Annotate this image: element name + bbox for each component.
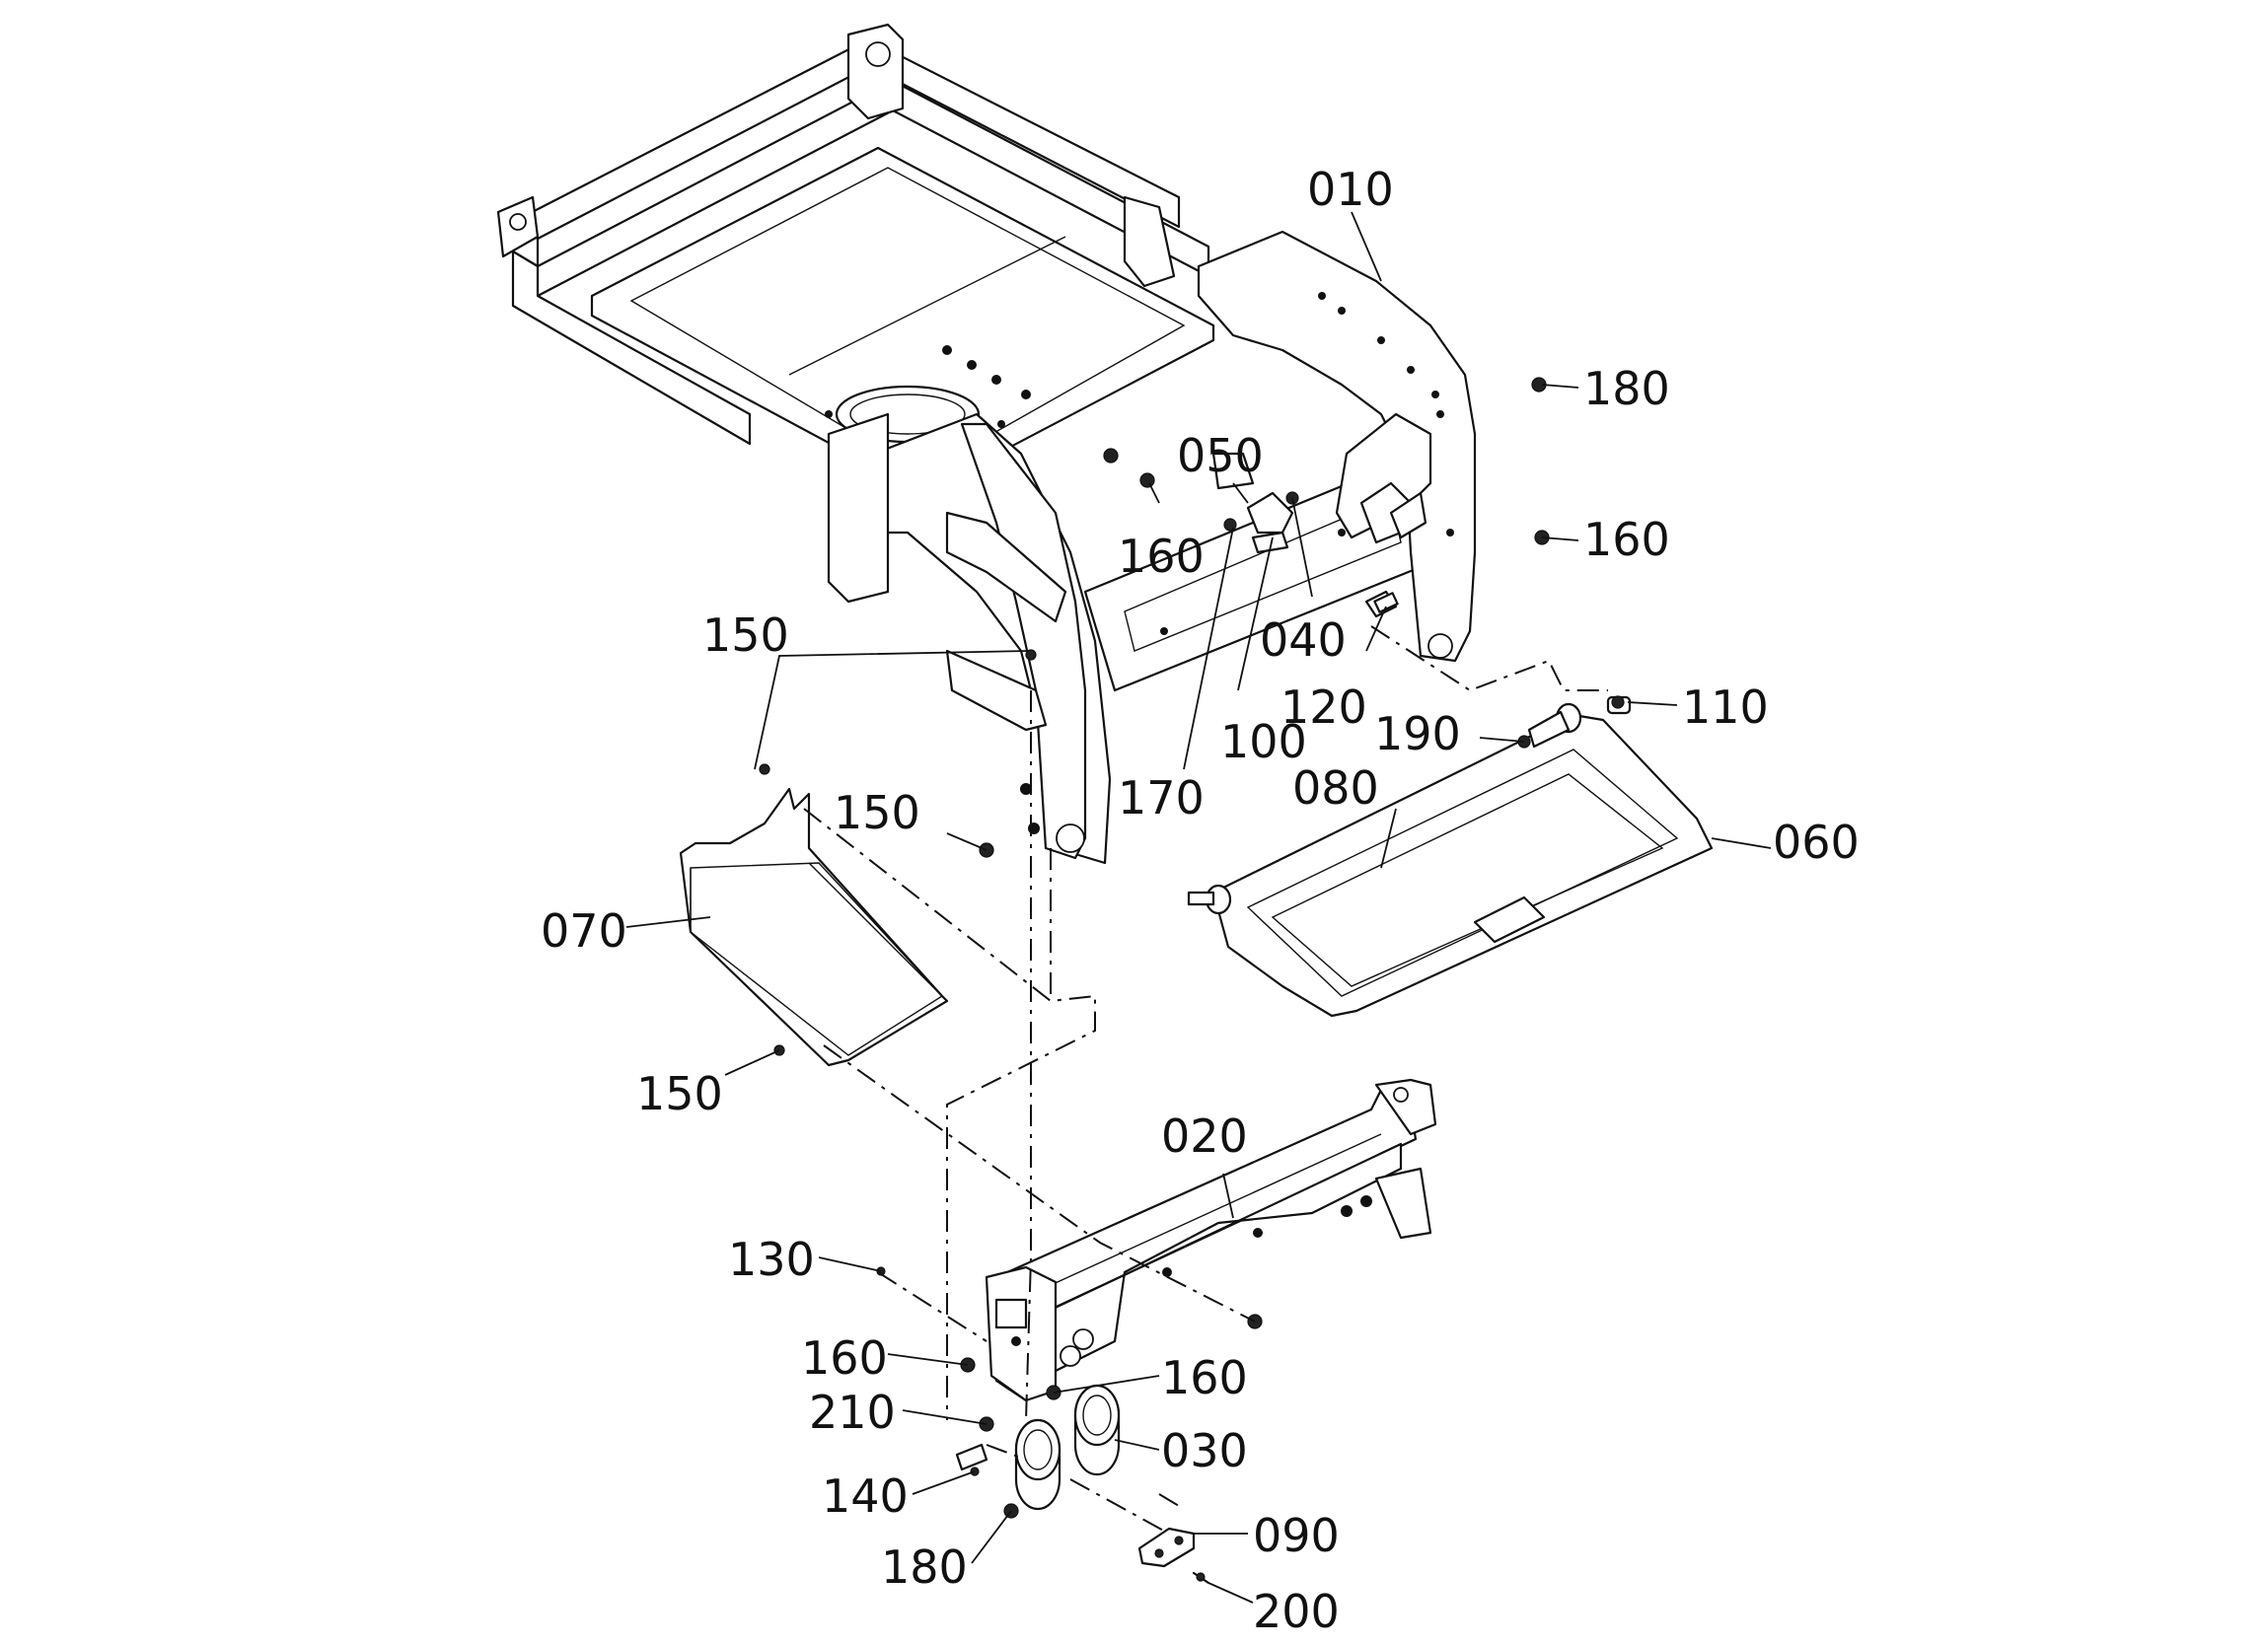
callout-040: 040	[1260, 613, 1347, 667]
callout-050: 050	[1177, 429, 1264, 482]
callout-150-middle: 150	[834, 786, 920, 839]
part-020-lower-bracket	[985, 1078, 1437, 1402]
callout-160-right: 160	[1583, 513, 1670, 566]
callout-140: 140	[822, 1469, 909, 1523]
callout-170: 170	[1118, 771, 1205, 824]
callout-150-top: 150	[702, 608, 789, 662]
callout-020: 020	[1161, 1109, 1248, 1163]
callout-210: 210	[809, 1386, 896, 1439]
callout-180-top: 180	[1583, 362, 1670, 415]
callout-200: 200	[1253, 1585, 1340, 1638]
callout-labels: 010 180 050 160 160 040 150 120 110 190 …	[541, 163, 1860, 1638]
right-hardware	[1373, 377, 1550, 613]
callout-160-left: 160	[801, 1331, 888, 1385]
callout-160-frame: 160	[1118, 530, 1205, 583]
callout-190: 190	[1374, 707, 1461, 760]
callout-090: 090	[1253, 1509, 1340, 1562]
callout-120: 120	[1280, 680, 1367, 734]
callout-100: 100	[1220, 715, 1307, 768]
callout-070: 070	[541, 904, 627, 958]
part-010-right-side-plate	[1197, 230, 1477, 663]
part-070-side-tray	[679, 787, 949, 1067]
callout-010: 010	[1307, 163, 1394, 216]
lower-hardware	[759, 649, 1625, 1519]
callout-180-bottom: 180	[881, 1540, 968, 1594]
main-frame	[496, 23, 1215, 495]
callout-110: 110	[1682, 680, 1769, 734]
left-tower-plate	[827, 412, 1112, 865]
alignment-lines	[803, 625, 1608, 1535]
leader-lines	[625, 211, 1772, 1604]
part-090-clip	[1137, 1527, 1210, 1585]
callout-080: 080	[1292, 761, 1379, 815]
part-030-bushings	[1014, 1384, 1121, 1511]
callout-030: 030	[1161, 1424, 1248, 1477]
callout-130: 130	[728, 1233, 815, 1286]
callout-160-lower: 160	[1161, 1351, 1248, 1404]
callout-150-bottom: 150	[636, 1067, 723, 1120]
callout-060: 060	[1773, 816, 1860, 869]
